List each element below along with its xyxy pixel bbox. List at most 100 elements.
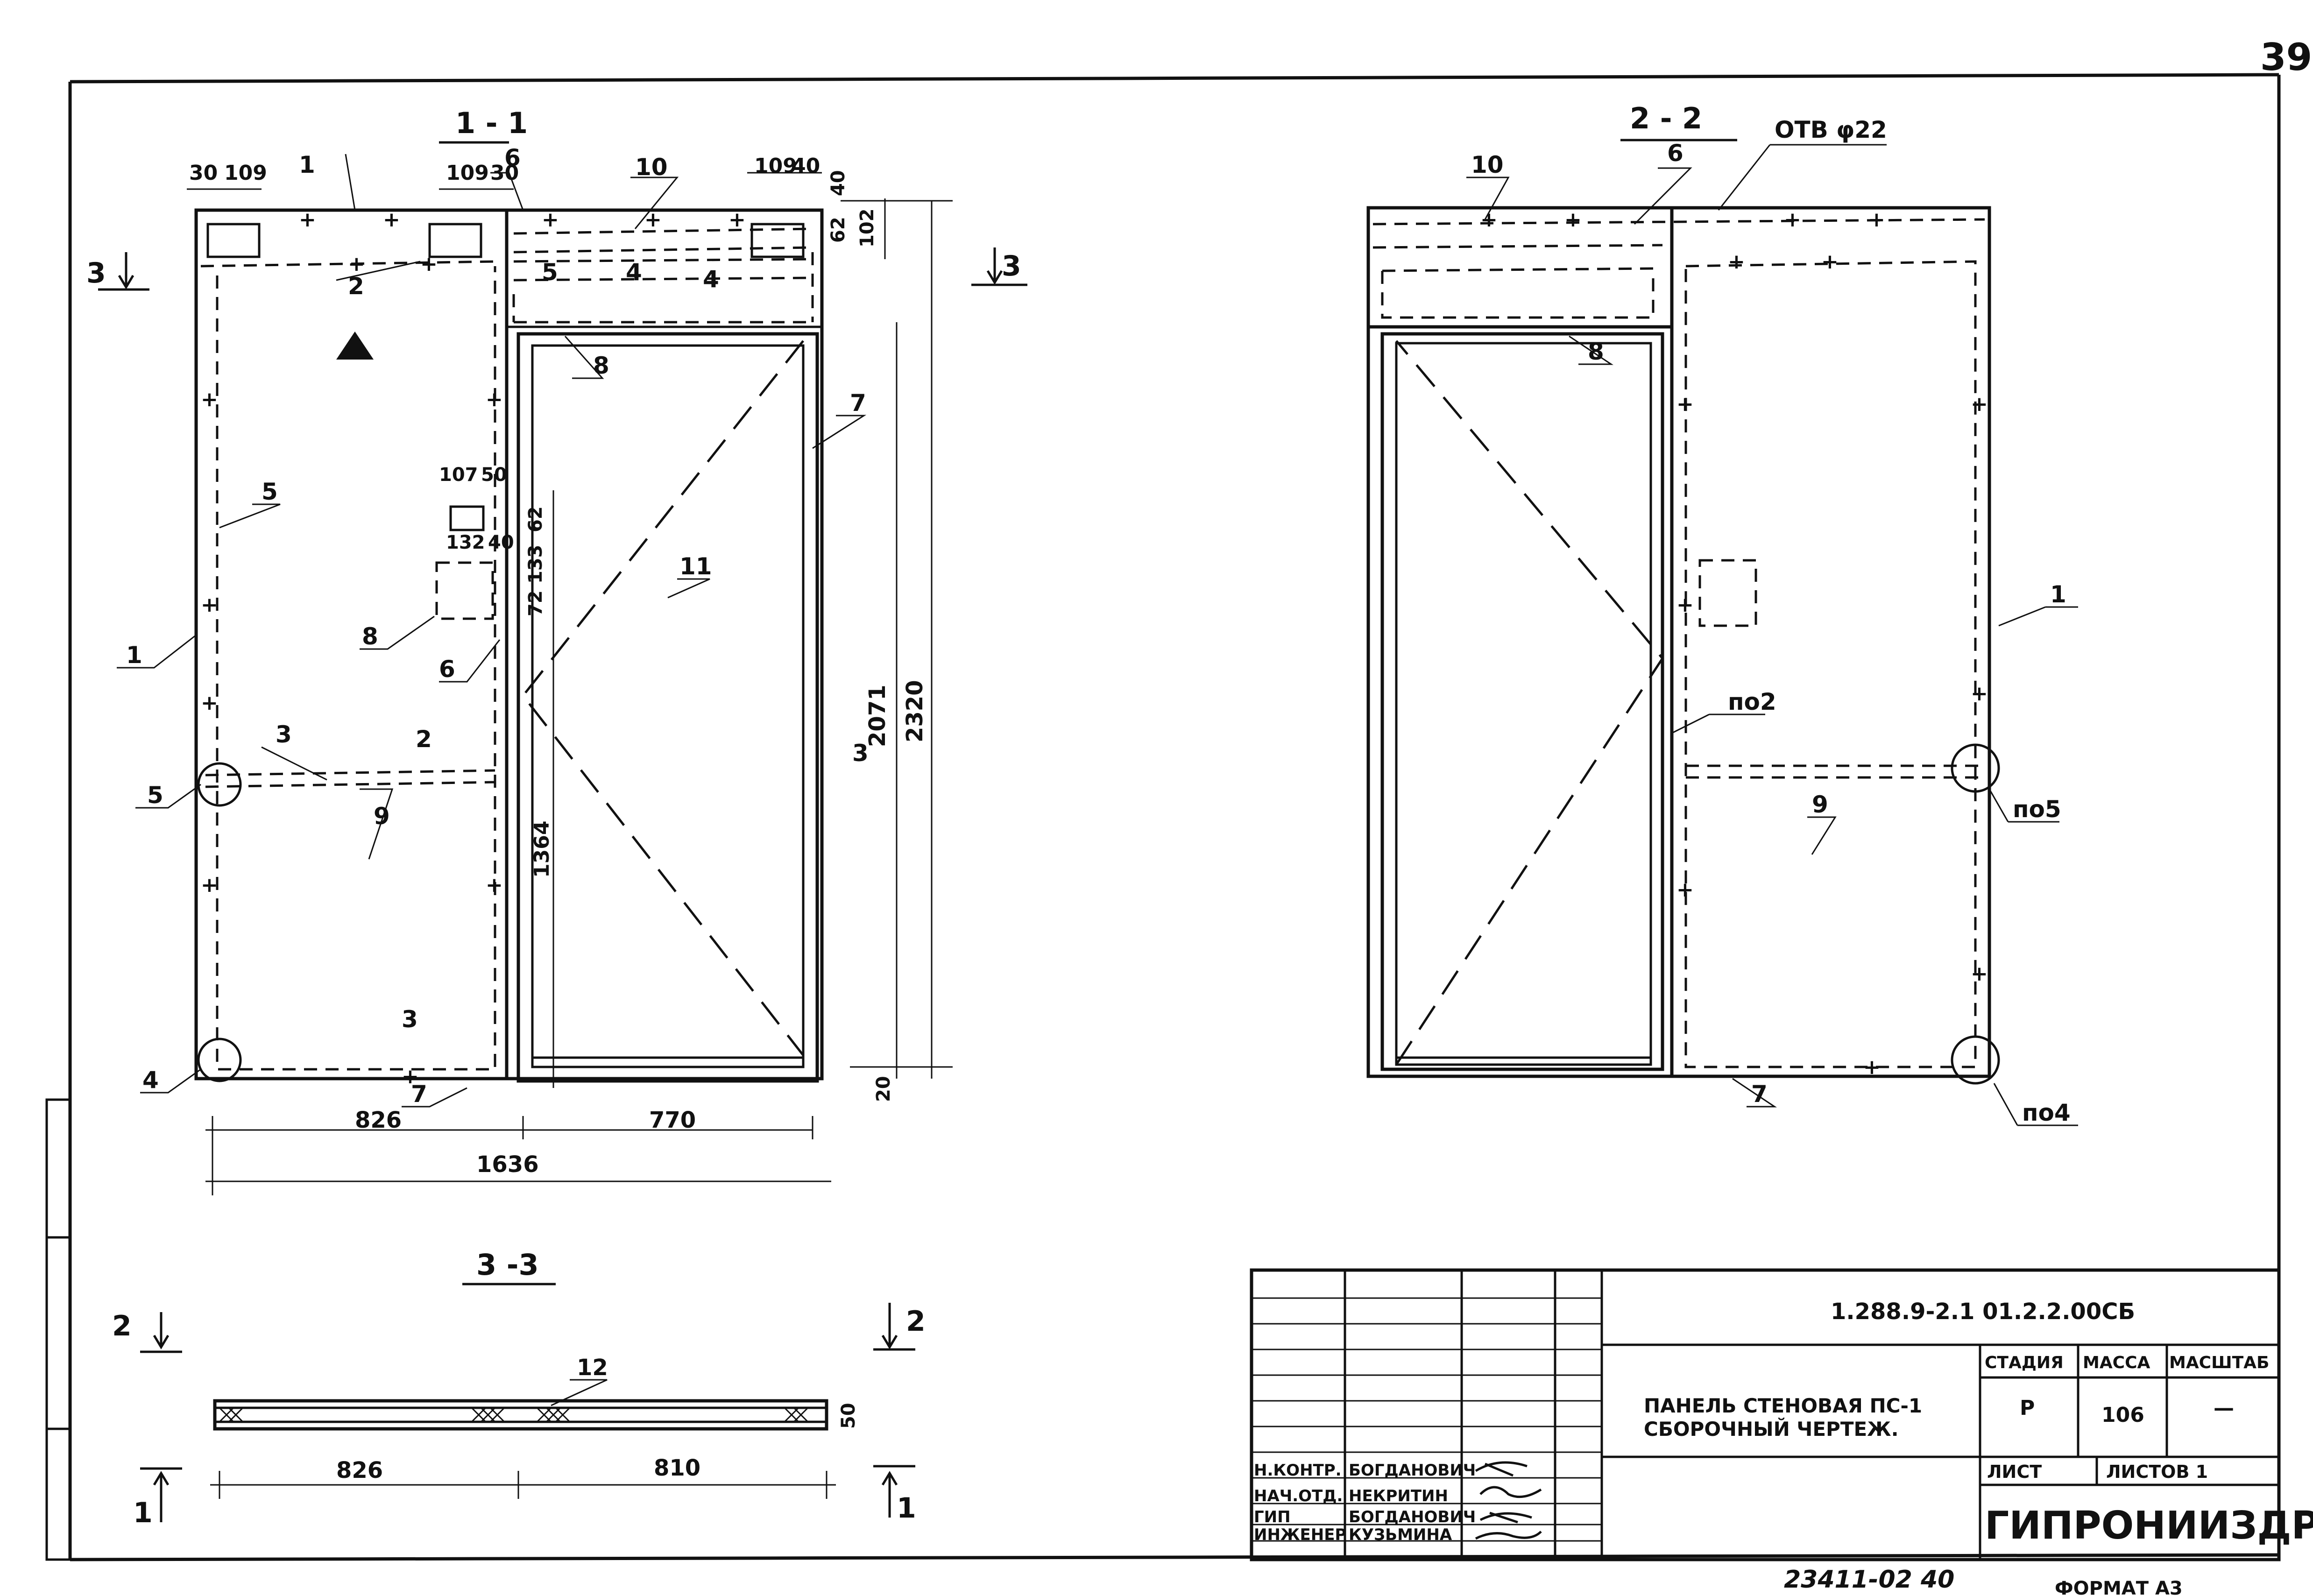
svg-text:+: + xyxy=(1676,593,1694,617)
svg-text:+: + xyxy=(1863,1055,1881,1079)
svg-text:+: + xyxy=(201,691,218,715)
signature-4 xyxy=(1475,1531,1542,1540)
svg-text:8: 8 xyxy=(593,352,609,379)
svg-text:30: 30 xyxy=(189,161,218,185)
svg-text:40: 40 xyxy=(828,170,849,196)
node-circle-4 xyxy=(197,1038,242,1082)
frame-top xyxy=(70,73,2279,84)
svg-text:133: 133 xyxy=(525,545,546,584)
svg-text:ГИП: ГИП xyxy=(1254,1508,1291,1526)
svg-text:50: 50 xyxy=(838,1403,859,1429)
svg-text:+: + xyxy=(486,388,503,411)
svg-text:+: + xyxy=(201,873,218,897)
hole-label: ОТВ φ22 xyxy=(1775,116,1887,143)
svg-text:НАЧ.ОТД.: НАЧ.ОТД. xyxy=(1254,1487,1343,1505)
svg-text:+: + xyxy=(729,208,746,232)
svg-text:826: 826 xyxy=(336,1457,383,1483)
svg-text:+: + xyxy=(644,208,662,232)
frame-bottom xyxy=(70,1553,2279,1561)
svg-text:по2: по2 xyxy=(1728,688,1776,715)
view-1-1: 1 - 1 ++ +++ ++ ++ ++ ++ + xyxy=(86,106,1027,1195)
svg-text:9: 9 xyxy=(374,803,390,830)
view-3-3: 3 -3 2 2 1 1 12 50 826 810 xyxy=(112,1248,926,1529)
svg-text:НЕКРИТИН: НЕКРИТИН xyxy=(1349,1487,1448,1505)
svg-text:1: 1 xyxy=(133,1497,153,1529)
svg-text:+: + xyxy=(201,388,218,411)
svg-text:6: 6 xyxy=(1667,140,1683,167)
svg-text:2: 2 xyxy=(112,1310,132,1342)
svg-text:106: 106 xyxy=(2101,1403,2144,1427)
svg-text:БОГДАНОВИЧ: БОГДАНОВИЧ xyxy=(1349,1461,1476,1480)
svg-text:7: 7 xyxy=(1751,1080,1768,1108)
svg-text:107: 107 xyxy=(439,464,478,486)
svg-text:Н.КОНТР.: Н.КОНТР. xyxy=(1254,1461,1342,1480)
svg-text:+: + xyxy=(348,252,365,276)
node-circle-5 xyxy=(197,762,242,807)
svg-text:1636: 1636 xyxy=(476,1151,539,1178)
svg-text:50: 50 xyxy=(481,464,507,486)
svg-text:4: 4 xyxy=(626,259,642,286)
inventory-number: 23411-02 40 xyxy=(1784,1566,1954,1594)
node-circle-po4 xyxy=(1951,1035,2000,1085)
svg-text:+: + xyxy=(1971,392,1988,416)
svg-text:+: + xyxy=(1971,682,1988,706)
svg-text:62: 62 xyxy=(828,217,849,243)
svg-text:2071: 2071 xyxy=(864,685,891,747)
format-label: ФОРМАТ А3 xyxy=(2055,1578,2183,1596)
node-circle-po5 xyxy=(1951,743,2000,793)
svg-text:+: + xyxy=(201,593,218,617)
svg-text:—: — xyxy=(2214,1396,2234,1420)
svg-text:6: 6 xyxy=(439,656,455,683)
svg-text:72: 72 xyxy=(525,590,546,616)
svg-text:12: 12 xyxy=(577,1355,608,1381)
svg-text:109: 109 xyxy=(224,161,267,185)
svg-text:5: 5 xyxy=(542,259,558,286)
svg-text:+: + xyxy=(1676,392,1694,416)
svg-text:5: 5 xyxy=(262,478,278,505)
svg-text:132: 132 xyxy=(446,532,485,553)
svg-text:6: 6 xyxy=(504,144,521,171)
svg-text:109: 109 xyxy=(754,154,797,178)
svg-text:4: 4 xyxy=(703,266,719,293)
panel-section xyxy=(213,1399,828,1431)
svg-text:40: 40 xyxy=(792,154,820,178)
svg-text:7: 7 xyxy=(411,1080,427,1108)
svg-text:1: 1 xyxy=(299,151,315,178)
svg-text:3: 3 xyxy=(86,257,106,290)
svg-text:КУЗЬМИНА: КУЗЬМИНА xyxy=(1349,1525,1452,1544)
svg-text:1: 1 xyxy=(2050,581,2066,608)
svg-text:5: 5 xyxy=(147,782,163,809)
svg-text:+: + xyxy=(1868,208,1885,232)
svg-text:3: 3 xyxy=(402,1006,418,1033)
svg-text:+: + xyxy=(420,252,438,276)
svg-text:Р: Р xyxy=(2020,1396,2035,1420)
svg-text:810: 810 xyxy=(654,1455,700,1481)
svg-text:40: 40 xyxy=(488,532,514,553)
svg-text:3: 3 xyxy=(276,721,292,748)
svg-text:+: + xyxy=(402,1065,419,1088)
svg-text:+: + xyxy=(299,208,316,232)
signature-2 xyxy=(1479,1486,1542,1498)
svg-text:+: + xyxy=(1676,878,1694,902)
sheet-number: 39 xyxy=(2260,35,2312,79)
signature-3 xyxy=(1479,1511,1532,1524)
svg-text:10: 10 xyxy=(1471,151,1504,178)
svg-text:+: + xyxy=(1971,962,1988,986)
svg-text:+: + xyxy=(542,208,559,232)
svg-text:1: 1 xyxy=(126,642,142,669)
svg-text:770: 770 xyxy=(649,1107,696,1133)
title-block: 1.288.9-2.1 01.2.2.00СБ ПАНЕЛЬ СТЕНОВАЯ … xyxy=(1250,1268,2313,1561)
svg-text:8: 8 xyxy=(1588,338,1604,365)
svg-text:ЛИСТ: ЛИСТ xyxy=(1987,1462,2042,1482)
svg-text:1: 1 xyxy=(897,1492,916,1525)
panel-outline-2 xyxy=(1366,206,1991,1078)
svg-text:+: + xyxy=(486,873,503,897)
panel-outline xyxy=(194,208,824,1080)
svg-text:62: 62 xyxy=(525,506,546,532)
svg-text:3: 3 xyxy=(852,740,869,767)
svg-text:МАСШТАБ: МАСШТАБ xyxy=(2169,1353,2269,1372)
svg-text:ИНЖЕНЕР: ИНЖЕНЕР xyxy=(1254,1525,1346,1544)
org-name: ГИПРОНИИЗДРАВ xyxy=(1985,1504,2313,1548)
svg-text:826: 826 xyxy=(355,1107,402,1133)
